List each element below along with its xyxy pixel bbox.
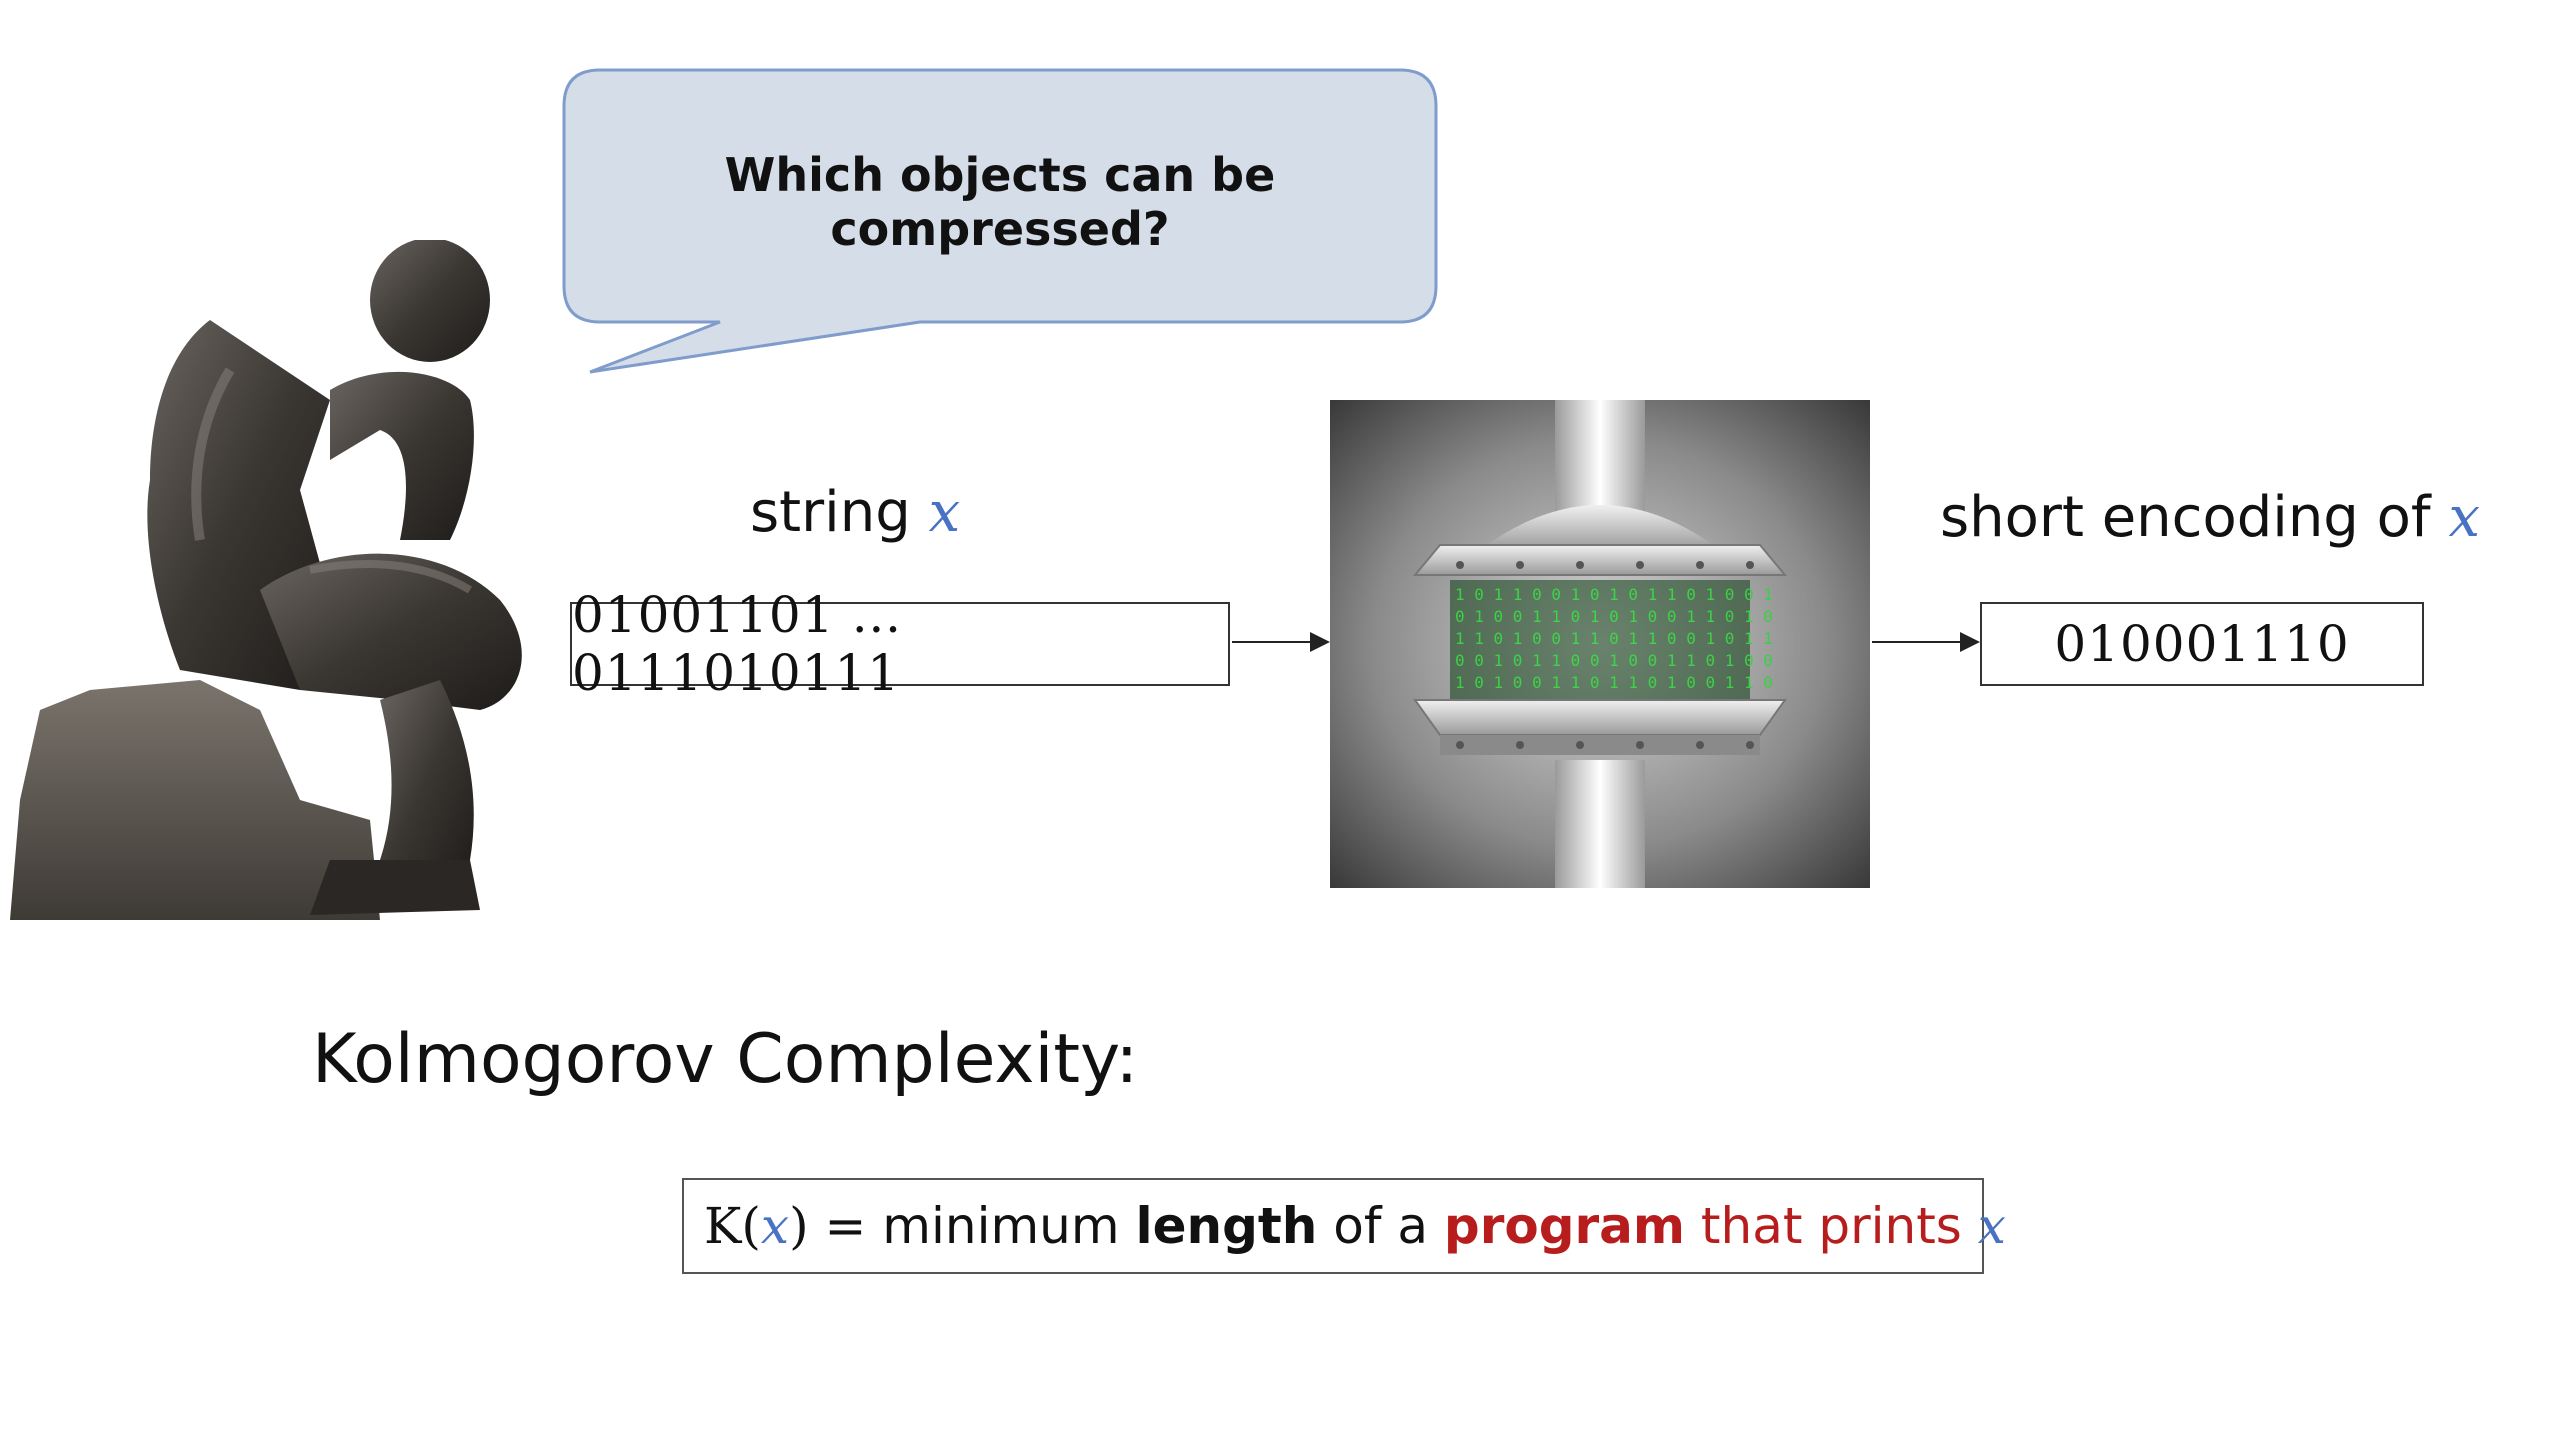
svg-text:1 0 1 1 0 0 1 0 1 0 1 1 0 1 0: 1 0 1 1 0 0 1 0 1 0 1 1 0 1 0 0 1 — [1455, 585, 1773, 604]
thinker-statue-image — [10, 240, 522, 920]
svg-text:0 1 0 0 1 1 0 1 0 1 0 0 1 1 0: 0 1 0 0 1 1 0 1 0 1 0 0 1 1 0 1 0 — [1455, 607, 1773, 626]
definition-box: K(x) = minimum length of a program that … — [682, 1178, 2006, 1274]
input-label-text: string — [750, 480, 911, 545]
def-program: program — [1443, 1197, 1685, 1255]
svg-text:1 1 0 1 0 0 1 1 0 1 1 0 0 1 0: 1 1 0 1 0 0 1 1 0 1 1 0 0 1 0 1 1 — [1455, 629, 1773, 648]
input-label: string x — [750, 480, 960, 545]
input-bits: 01001101 … 0111010111 — [572, 586, 903, 702]
def-that-prints: that prints — [1685, 1197, 1978, 1255]
output-label: short encoding of x — [1940, 485, 2480, 550]
output-label-text: short encoding of — [1940, 485, 2431, 550]
def-length: length — [1135, 1197, 1318, 1255]
output-encoding-box: 010001110 — [1980, 602, 2424, 686]
output-label-var: x — [2448, 485, 2481, 550]
def-of-a: of a — [1317, 1197, 1444, 1255]
svg-text:0 0 1 0 1 1 0 0 1 0 0 1 1 0 1: 0 0 1 0 1 1 0 0 1 0 0 1 1 0 1 0 0 — [1455, 651, 1773, 670]
svg-text:1 0 1 0 0 1 1 0 1 1 0 1 0 0 1: 1 0 1 0 0 1 1 0 1 1 0 1 0 0 1 1 0 — [1455, 673, 1773, 692]
kolmogorov-heading: Kolmogorov Complexity: — [312, 1020, 1139, 1099]
def-eq: = minimum — [808, 1197, 1136, 1255]
def-func: K( — [704, 1197, 761, 1255]
def-close: ) — [789, 1197, 809, 1255]
output-bits: 010001110 — [2054, 615, 2350, 673]
compressor-press-image: 1 0 1 1 0 0 1 0 1 0 1 1 0 1 0 0 1 0 1 0 … — [1330, 400, 1870, 888]
speech-bubble — [562, 68, 1438, 374]
input-label-var: x — [928, 480, 961, 545]
def-var2: x — [1977, 1197, 2006, 1255]
def-var: x — [760, 1197, 790, 1255]
input-string-box: 01001101 … 0111010111 — [570, 586, 1230, 702]
bubble-question: Which objects can be compressed? — [724, 148, 1276, 256]
